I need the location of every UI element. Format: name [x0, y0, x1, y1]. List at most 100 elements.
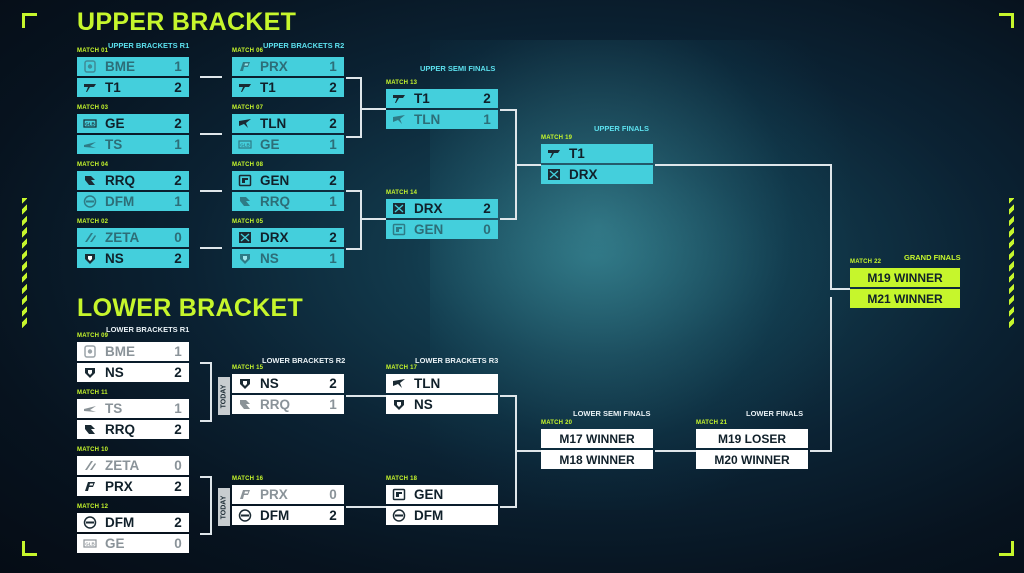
gen-logo-icon: [238, 174, 252, 187]
round-label-lb-r1: LOWER BRACKETS R1: [106, 325, 190, 334]
round-label-grand-finals: GRAND FINALS: [904, 253, 961, 262]
bracket-connector-line: [360, 108, 386, 110]
team-row[interactable]: T1: [541, 144, 653, 163]
team-score: 2: [329, 80, 337, 95]
team-row[interactable]: M20 WINNER: [696, 450, 808, 469]
team-name: TLN: [414, 376, 441, 391]
team-row[interactable]: NS: [386, 395, 498, 414]
match-17[interactable]: MATCH 17 TLN NS: [386, 365, 498, 416]
team-row[interactable]: M21 WINNER: [850, 289, 960, 308]
rrq-logo-icon: [238, 195, 252, 208]
lower-bracket-title: LOWER BRACKET: [77, 294, 304, 322]
prx-logo-icon: [83, 480, 97, 493]
team-name: RRQ: [105, 422, 135, 437]
team-score: 2: [329, 116, 337, 131]
rrq-logo-icon: [83, 174, 97, 187]
team-name: T1: [414, 91, 430, 106]
team-row[interactable]: M19 LOSER: [696, 429, 808, 448]
match-label: MATCH 11: [77, 390, 108, 396]
team-row[interactable]: DFM: [386, 506, 498, 525]
bracket-connector-line: [655, 164, 830, 166]
corner-bracket-bottom-right: [999, 541, 1014, 556]
ns-logo-icon: [83, 252, 97, 265]
match-label: MATCH 07: [232, 105, 264, 111]
team-row[interactable]: M19 WINNER: [850, 268, 960, 287]
ts-logo-icon: [83, 138, 97, 151]
team-row[interactable]: GEN: [386, 485, 498, 504]
match-label: MATCH 17: [386, 365, 418, 371]
team-name: M20 WINNER: [714, 452, 790, 467]
t1-logo-icon: [83, 81, 97, 94]
team-row[interactable]: DRX: [541, 165, 653, 184]
drx-logo-icon: [392, 202, 406, 215]
bracket-connector-line: [810, 450, 830, 452]
bracket-connector-line: [346, 77, 360, 79]
match-label: MATCH 13: [386, 80, 418, 86]
team-score: 0: [174, 458, 182, 473]
team-row[interactable]: TLN: [386, 374, 498, 393]
bracket-connector-line: [500, 218, 515, 220]
corner-bracket-bottom-left: [22, 541, 37, 556]
team-row[interactable]: M18 WINNER: [541, 450, 653, 469]
round-label-ub-r1: UPPER BRACKETS R1: [108, 41, 190, 50]
team-name: PRX: [105, 479, 133, 494]
team-name: DRX: [569, 167, 598, 182]
team-row[interactable]: M17 WINNER: [541, 429, 653, 448]
bme-logo-icon: [83, 60, 97, 73]
bracket-connector-line: [200, 247, 222, 249]
